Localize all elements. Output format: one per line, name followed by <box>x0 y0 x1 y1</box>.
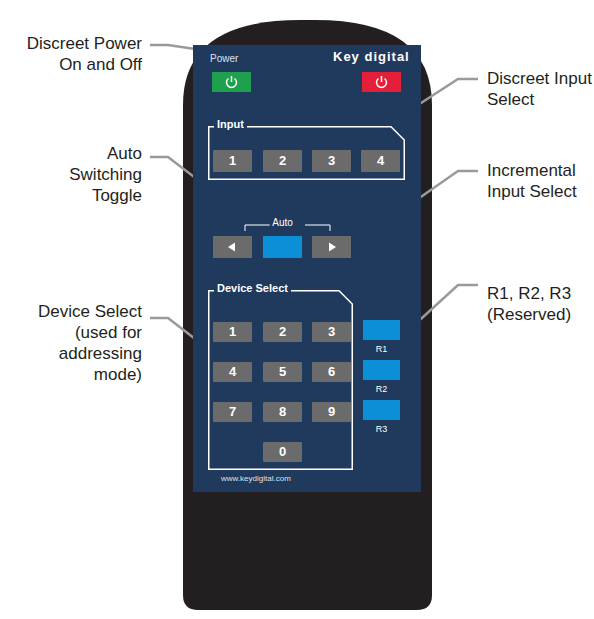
callout-label: Auto Switching Toggle <box>52 143 142 206</box>
power-off-button <box>362 72 401 92</box>
device-select-group: Device Select1234567890 <box>208 290 353 470</box>
auto-button: Auto <box>263 236 302 258</box>
input-button: 4 <box>361 150 400 172</box>
node-text: 1 <box>229 154 236 168</box>
leader-line <box>411 285 478 328</box>
power-symbol <box>377 76 387 88</box>
remote-panel: Power Key digital www.keydigital.com Input 1… <box>193 45 421 492</box>
node-text: R1 <box>376 345 388 355</box>
device-button: 8 <box>263 402 302 422</box>
node-text: 0 <box>279 445 286 459</box>
callout-label: Device Select (used for addressing mode) <box>12 301 142 385</box>
node-text: 3 <box>328 154 335 168</box>
reserved-button: R2 <box>363 360 400 380</box>
node-text: 5 <box>279 365 286 379</box>
callout-label: R1, R2, R3 (Reserved) <box>487 283 594 325</box>
remote-shell <box>183 20 432 610</box>
device-button: 9 <box>312 402 351 422</box>
input-button: 2 <box>263 150 302 172</box>
node-text: 3 <box>328 325 335 339</box>
node-text: 2 <box>279 154 286 168</box>
reserved-button: R1 <box>363 320 400 340</box>
left-arrow-button <box>213 236 252 258</box>
input-group: Input1234 <box>208 126 405 180</box>
right-triangle <box>329 243 336 252</box>
node-text: Device Select <box>214 282 291 294</box>
node-text: 2 <box>279 325 286 339</box>
callout-label: Discreet Power On and Off <box>12 33 142 75</box>
node-text: 8 <box>279 405 286 419</box>
device-button: 7 <box>213 402 252 422</box>
group-outline <box>209 127 405 180</box>
node-text: Key digital <box>333 50 410 64</box>
device-button: 5 <box>263 362 302 382</box>
group-outline <box>209 291 353 470</box>
input-button: 3 <box>312 150 351 172</box>
node-text: R3 <box>376 425 388 435</box>
node-text: R2 <box>376 385 388 395</box>
reserved-button: R3 <box>363 400 400 420</box>
node-text: 4 <box>377 154 384 168</box>
node-text: www.keydigital.com <box>221 475 291 484</box>
device-button: 3 <box>312 322 351 342</box>
node-text: Power <box>210 53 238 64</box>
node-text: 9 <box>328 405 335 419</box>
node-text: Auto <box>269 217 296 228</box>
input-button: 1 <box>213 150 252 172</box>
left-triangle <box>228 243 235 252</box>
callout-label: Incremental Input Select <box>487 160 594 202</box>
node-text: 1 <box>229 325 236 339</box>
node-text: Input <box>214 118 247 130</box>
node-text: 6 <box>328 365 335 379</box>
callout-label: Discreet Input Select <box>487 68 594 110</box>
device-button: 0 <box>263 442 302 462</box>
device-button: 4 <box>213 362 252 382</box>
power-on-button <box>212 72 251 92</box>
right-arrow-button <box>312 236 351 258</box>
power-symbol <box>227 76 237 88</box>
device-button: 2 <box>263 322 302 342</box>
node-text: 7 <box>229 405 236 419</box>
node-text: 4 <box>229 365 236 379</box>
auto-bracket <box>305 225 330 231</box>
device-button: 6 <box>312 362 351 382</box>
device-button: 1 <box>213 322 252 342</box>
